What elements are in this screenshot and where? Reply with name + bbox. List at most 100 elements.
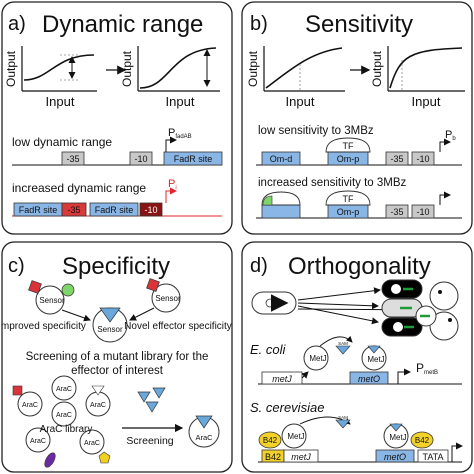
purple-effector: [44, 452, 56, 468]
panel-a-letter: a): [8, 13, 26, 35]
svg-text:SAM: SAM: [338, 415, 348, 420]
sensor-improved: Sensor: [28, 280, 75, 315]
svg-text:B42: B42: [415, 436, 430, 445]
svg-text:FadR site: FadR site: [95, 205, 134, 215]
svg-text:-35: -35: [390, 154, 403, 164]
screening-text-line-1: Screening of a mutant library for the: [26, 351, 209, 363]
b42-metj-sam-complex: MetJ B42: [383, 423, 434, 449]
arac-library-label: AraC library: [40, 424, 93, 435]
panel-a-graph-1: Output Input: [4, 46, 97, 109]
box-minus35: [385, 204, 409, 219]
axis-input-label: Input: [46, 94, 75, 109]
promoter-label: Pi: [168, 178, 177, 191]
increased-dynamic-range-label: increased dynamic range: [12, 181, 146, 195]
svg-text:AraC: AraC: [56, 386, 72, 393]
svg-text:-35: -35: [66, 154, 79, 164]
yellow-effector: [98, 451, 111, 464]
sensor-center: Sensor: [92, 307, 128, 343]
panel-b-graph-1: Output Input: [246, 46, 345, 109]
axis-input-label: Input: [412, 94, 441, 109]
blue-effector: [99, 307, 121, 323]
red-effector: [28, 280, 42, 294]
svg-text:MetJ: MetJ: [287, 432, 304, 441]
axis-input-label: Input: [166, 94, 195, 109]
ecoli-label: E. coli: [250, 342, 287, 357]
blue-effector: [152, 387, 166, 399]
screening-text-line-2: effector of interest: [71, 365, 164, 377]
panel-d: d) Orthogonality E. c: [241, 241, 473, 473]
axis-input-label: Input: [286, 94, 315, 109]
svg-text:metO: metO: [358, 374, 380, 384]
blue-effector: [145, 401, 159, 413]
panel-d-letter: d): [250, 255, 268, 277]
box-minus35: [385, 151, 409, 166]
svg-text:Om-d: Om-d: [270, 154, 293, 164]
svg-text:AraC: AraC: [30, 438, 46, 445]
host-cells: [381, 279, 459, 341]
increased-sensitivity-label: increased sensitivity to 3MBz: [258, 177, 407, 189]
svg-text:-10: -10: [416, 207, 429, 217]
promoter-label: Pb: [445, 129, 456, 142]
meto-site: [349, 371, 389, 385]
blue-effector: [137, 391, 151, 403]
promoter-arrow: [165, 136, 177, 152]
svg-text:-10: -10: [416, 154, 429, 164]
box-minus10: [139, 202, 163, 217]
sam-effector: [335, 345, 351, 355]
axis-output-label: Output: [120, 50, 134, 87]
panel-a-title: Dynamic range: [42, 11, 203, 38]
panel-c: c) Specificity Sensor Sensor Sensor Impr…: [0, 241, 233, 473]
dose-response-curve: [139, 47, 217, 89]
om-d-box: [261, 204, 301, 219]
svg-text:AraC: AraC: [84, 440, 100, 447]
svg-text:-35: -35: [390, 207, 403, 217]
fadr-site-box: [89, 202, 139, 217]
source-cell: [251, 291, 297, 315]
metj-sam-complex: MetJ: [361, 345, 387, 371]
svg-text:TATA: TATA: [423, 452, 444, 462]
axis-output-label: Output: [370, 50, 384, 87]
panel-b: b) Sensitivity Output Input Output Input…: [241, 1, 473, 235]
box-minus10: [411, 151, 435, 166]
meto-site: [375, 449, 415, 463]
svg-text:Om-p: Om-p: [337, 207, 360, 217]
svg-text:TF: TF: [343, 141, 354, 151]
box-minus35: [61, 202, 87, 217]
svg-text:-10: -10: [144, 205, 157, 215]
promoter-arrow: [397, 368, 411, 384]
novel-effector-label: Novel effector specificity: [124, 321, 232, 332]
dose-response-curve: [23, 54, 95, 81]
svg-text:TF: TF: [343, 194, 354, 204]
svg-text:B42: B42: [263, 436, 278, 445]
promoter-arrow: [439, 138, 451, 152]
yeast-label: S. cerevisiae: [250, 400, 324, 415]
svg-text:Sensor: Sensor: [39, 296, 65, 305]
metj-protein: MetJ: [303, 345, 329, 371]
tata-box: [417, 449, 449, 463]
svg-text:AraC: AraC: [195, 433, 213, 442]
fadr-site-box: [163, 151, 223, 166]
panel-d-title: Orthogonality: [288, 253, 431, 280]
panel-c-letter: c): [8, 255, 25, 277]
svg-text:metO: metO: [384, 452, 406, 462]
panel-b-letter: b): [250, 13, 268, 35]
low-sensitivity-label: low sensitivity to 3MBz: [258, 125, 374, 137]
low-dynamic-range-label: low dynamic range: [12, 135, 112, 149]
tf-protein: [325, 137, 371, 153]
sam-effector: [335, 419, 351, 429]
arac-library: AraC AraC AraC AraC AraC AraC AraC libra…: [12, 375, 111, 468]
green-domain: [262, 195, 273, 206]
promoter-label: PfadAB: [168, 127, 192, 140]
dose-response-curve: [265, 47, 343, 89]
svg-text:MetJ: MetJ: [309, 354, 326, 363]
box-minus10: [411, 204, 435, 219]
improved-specificity-label: Improved specificity: [0, 321, 86, 332]
axis-output-label: Output: [246, 50, 260, 87]
svg-text:-10: -10: [134, 154, 147, 164]
svg-text:B42: B42: [265, 452, 281, 462]
promoter-arrow: [451, 442, 463, 462]
panel-a-graph-2: Output Input: [120, 46, 220, 109]
svg-text:FadR site: FadR site: [174, 154, 213, 164]
green-effector: [61, 283, 75, 297]
